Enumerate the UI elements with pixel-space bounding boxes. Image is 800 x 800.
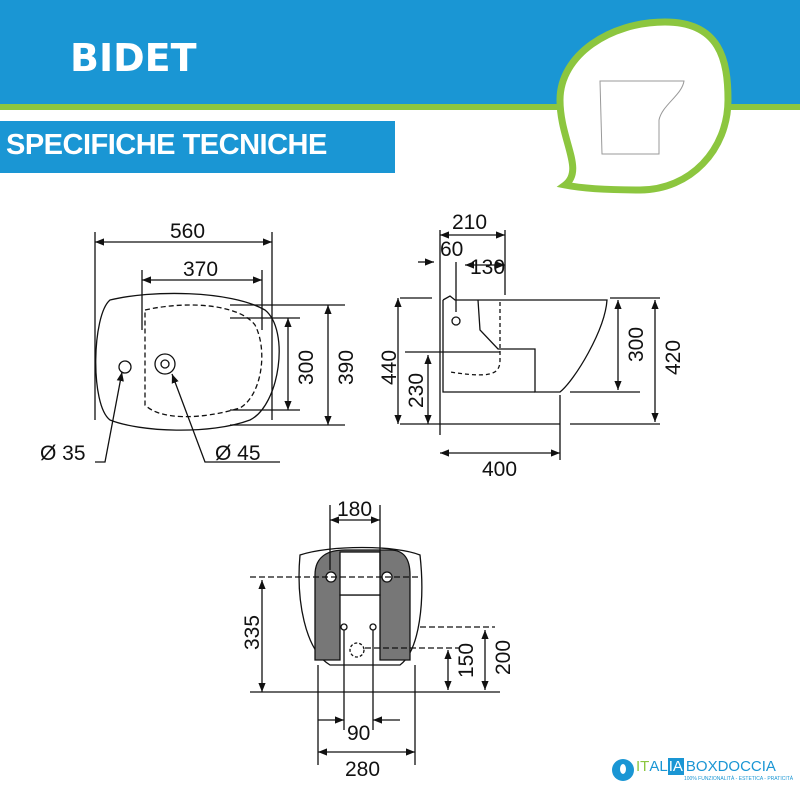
logo-text-boxdoccia: BOXDOCCIA: [685, 758, 776, 775]
dim-front-height: 420: [662, 340, 685, 375]
dim-width-bowl: 370: [183, 258, 218, 281]
top-view-drawing: [94, 232, 345, 463]
dim-base-width: 280: [345, 758, 380, 781]
dim-depth: 400: [482, 458, 517, 481]
dim-inlet-height: 200: [492, 640, 515, 675]
logo-tagline: 100% FUNZIONALITÀ - ESTETICA - PRATICITÀ: [684, 776, 794, 782]
rear-view-drawing: [250, 505, 500, 765]
water-drop-icon: [612, 759, 634, 781]
dim-top-width: 210: [452, 211, 487, 234]
page-title: BIDET: [70, 36, 197, 80]
dim-tap-offset: 60: [440, 238, 463, 261]
dim-height-total: 440: [378, 350, 401, 385]
dim-inlet-spacing: 90: [347, 722, 370, 745]
dim-supply-height: 150: [455, 643, 478, 678]
dim-bowl-height: 300: [625, 327, 648, 362]
dim-drain-offset: 130: [470, 256, 505, 279]
section-title: SPECIFICHE TECNICHE: [6, 129, 327, 161]
logo-text-ia: IA: [667, 758, 684, 775]
dim-fixing-height: 335: [241, 615, 264, 650]
side-view-drawing: [394, 230, 660, 460]
subtitle-banner: SPECIFICHE TECNICHE: [0, 121, 395, 173]
logo-text-it: IT: [636, 758, 650, 775]
logo-text-al: AL: [649, 758, 668, 775]
header-divider: [0, 104, 800, 110]
dim-fixing-spacing: 180: [337, 498, 372, 521]
dim-depth-total: 390: [335, 350, 358, 385]
dim-hole-drain: Ø 45: [215, 442, 261, 465]
dim-hole-tap: Ø 35: [40, 442, 86, 465]
dim-width-total: 560: [170, 220, 205, 243]
bidet-thumbnail-icon: [556, 18, 732, 194]
dim-depth-inner: 300: [295, 350, 318, 385]
dim-drain-height: 230: [405, 373, 428, 408]
